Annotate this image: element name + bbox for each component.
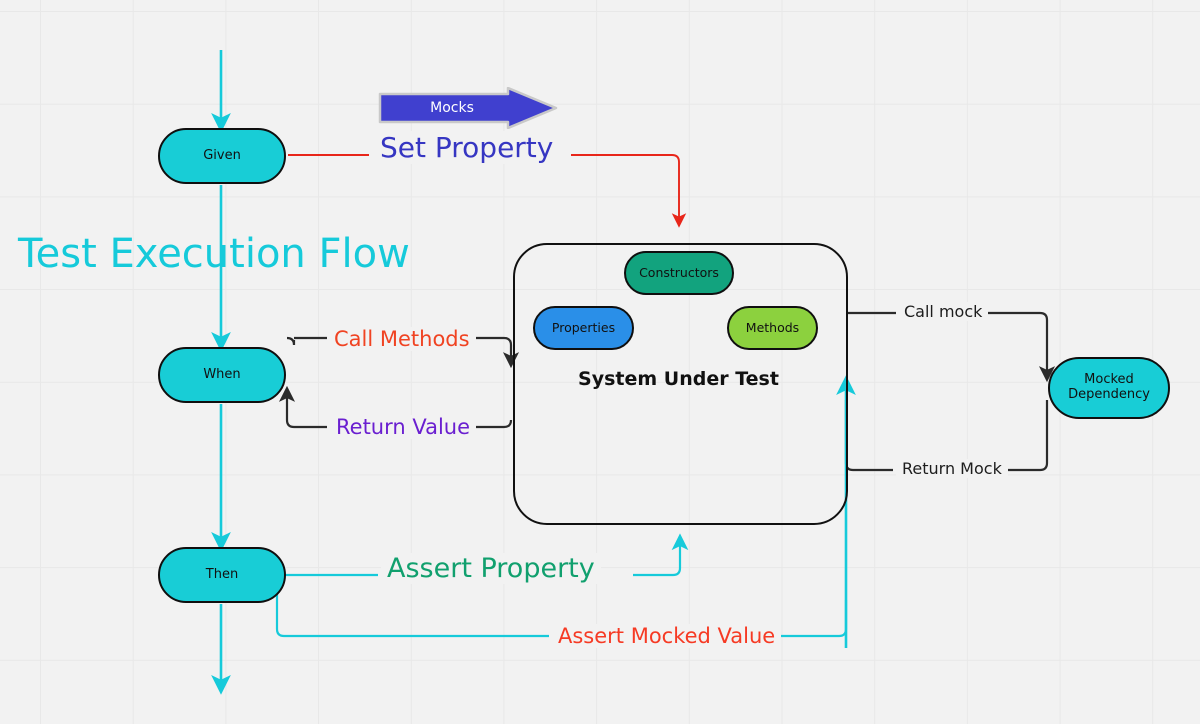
node-constructors-label: Constructors: [639, 264, 719, 280]
node-methods[interactable]: Methods: [727, 306, 818, 350]
edge-call-mock-line: [846, 311, 1047, 376]
edge-label-assert-mocked-value: Assert Mocked Value: [552, 624, 782, 648]
node-mocked-dependency-line1: Mocked: [1084, 372, 1134, 388]
edge-label-call-mock: Call mock: [898, 302, 989, 321]
node-constructors[interactable]: Constructors: [624, 251, 734, 295]
edge-call-methods-line: [286, 336, 511, 362]
node-mocked-dependency[interactable]: Mocked Dependency: [1048, 357, 1170, 419]
edge-label-assert-property: Assert Property: [381, 553, 601, 584]
edge-label-call-methods: Call Methods: [328, 327, 476, 351]
node-mocked-dependency-label: Mocked Dependency: [1068, 372, 1150, 403]
edge-label-return-value: Return Value: [330, 415, 477, 439]
node-mocked-dependency-line2: Dependency: [1068, 387, 1150, 402]
node-then[interactable]: Then: [158, 547, 286, 603]
edge-set-property-line: [288, 154, 679, 222]
diagram-title: Test Execution Flow: [18, 231, 410, 277]
block-arrow-shape: [378, 86, 558, 130]
node-properties-label: Properties: [551, 319, 616, 335]
node-when-label: When: [203, 366, 241, 382]
edge-assert-property-line: [288, 540, 680, 577]
node-methods-label: Methods: [745, 319, 800, 335]
edge-return-value-line: [287, 392, 513, 429]
node-properties[interactable]: Properties: [533, 306, 634, 350]
node-given[interactable]: Given: [158, 128, 286, 184]
node-when[interactable]: When: [158, 347, 286, 403]
edge-label-set-property: Set Property: [374, 131, 560, 164]
system-under-test-label: System Under Test: [578, 368, 779, 390]
mocks-banner-arrow: Mocks: [378, 86, 558, 130]
node-then-label: Then: [205, 566, 239, 582]
node-given-label: Given: [203, 147, 241, 163]
edge-label-return-mock: Return Mock: [896, 459, 1008, 478]
